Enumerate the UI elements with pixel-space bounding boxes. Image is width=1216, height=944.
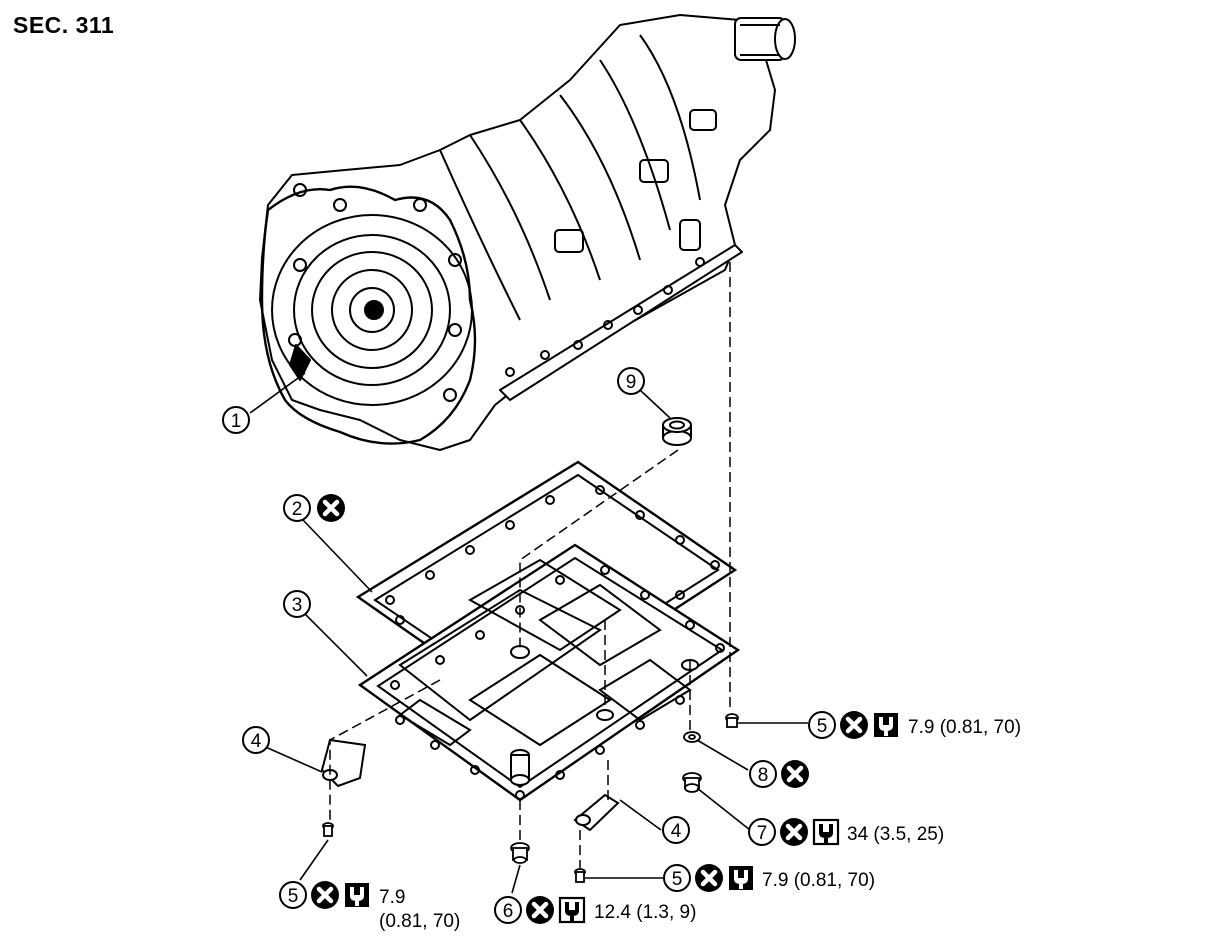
callout-4-num: 4 xyxy=(671,821,682,842)
do-not-reuse-icon xyxy=(317,494,345,522)
callout-4-right: 4 xyxy=(662,816,690,844)
bolt-right xyxy=(725,713,739,728)
section-title: SEC. 311 xyxy=(13,12,115,38)
do-not-reuse-icon xyxy=(526,896,554,924)
drain-plug xyxy=(682,772,702,793)
torque-wrench-icon xyxy=(345,883,369,907)
callout-1: 1 xyxy=(222,406,250,434)
callout-5-num: 5 xyxy=(288,886,299,907)
callout-4-left: 4 xyxy=(242,726,270,754)
callout-2-num: 2 xyxy=(292,499,303,520)
callout-7: 7 34 (3.5, 25) xyxy=(748,818,944,846)
assembly-lines xyxy=(329,262,731,868)
callout-6-num: 6 xyxy=(503,901,514,922)
callout-5-num: 5 xyxy=(817,716,828,737)
callout-5-num: 5 xyxy=(672,869,683,890)
oil-pan xyxy=(357,543,741,802)
callout-8-num: 8 xyxy=(758,765,769,786)
torque-spec-line2: (0.81, 70) xyxy=(379,911,460,932)
do-not-reuse-icon xyxy=(695,864,723,892)
callout-2: 2 xyxy=(283,494,345,522)
bolt-bottom xyxy=(574,868,586,883)
torque-wrench-icon xyxy=(729,866,753,890)
transmission-assembly xyxy=(259,14,796,451)
do-not-reuse-icon xyxy=(780,818,808,846)
callout-5-left: 5 7.9 (0.81, 70) xyxy=(279,881,460,932)
pan-bracket-right xyxy=(573,793,620,832)
seal-ring xyxy=(662,417,692,446)
leader-lines xyxy=(249,372,808,894)
torque-wrench-icon xyxy=(874,713,898,737)
do-not-reuse-icon xyxy=(781,760,809,788)
washer xyxy=(683,731,701,743)
callout-3-num: 3 xyxy=(292,595,303,616)
callout-9: 9 xyxy=(617,367,645,395)
callout-5-bottom: 5 7.9 (0.81, 70) xyxy=(663,864,875,892)
callout-7-num: 7 xyxy=(757,823,768,844)
callout-8: 8 xyxy=(749,760,809,788)
torque-spec: 12.4 (1.3, 9) xyxy=(594,902,696,923)
do-not-reuse-icon xyxy=(840,711,868,739)
callout-3: 3 xyxy=(283,590,311,618)
callout-9-num: 9 xyxy=(626,372,637,393)
bolt-left xyxy=(322,822,334,837)
torque-spec: 34 (3.5, 25) xyxy=(847,824,944,845)
torque-spec: 7.9 (0.81, 70) xyxy=(762,870,875,891)
magnet-bolt xyxy=(510,842,530,864)
callout-4-num: 4 xyxy=(251,731,262,752)
torque-wrench-icon xyxy=(812,818,840,846)
callout-1-num: 1 xyxy=(231,411,242,432)
torque-wrench-icon xyxy=(558,896,586,924)
callout-5-right: 5 7.9 (0.81, 70) xyxy=(808,711,1021,739)
pan-bracket-left xyxy=(320,738,367,788)
torque-spec-line1: 7.9 xyxy=(379,887,405,908)
do-not-reuse-icon xyxy=(311,881,339,909)
callout-6: 6 12.4 (1.3, 9) xyxy=(494,896,696,924)
torque-spec: 7.9 (0.81, 70) xyxy=(908,717,1021,738)
